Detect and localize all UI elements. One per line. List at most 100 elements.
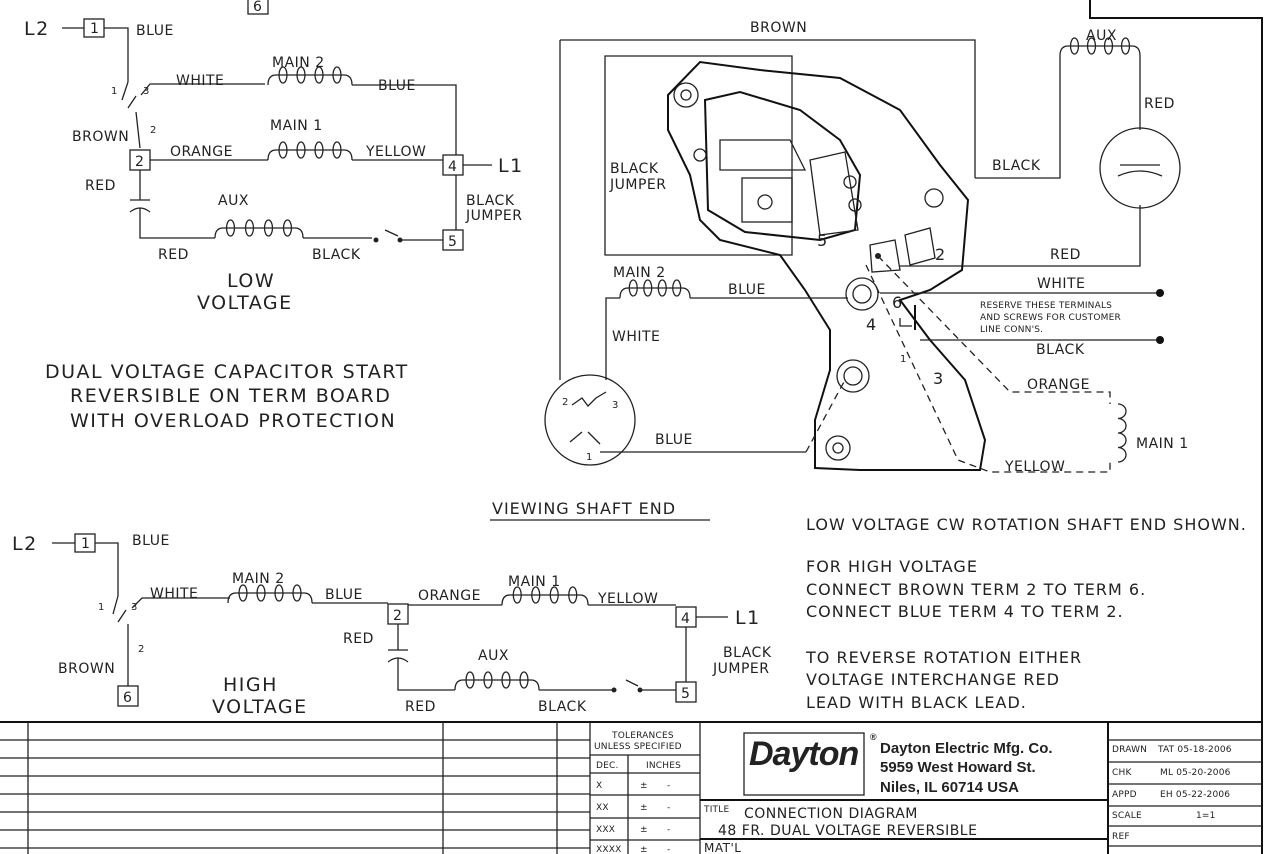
terminal-6-box bbox=[247, 0, 269, 15]
wire-label-red: RED bbox=[158, 247, 189, 263]
wire-label-white: WHITE bbox=[150, 586, 198, 602]
wire-label-blue: BLUE bbox=[132, 533, 170, 549]
l2-label: L2 bbox=[24, 18, 50, 40]
pin-label: 2 bbox=[150, 125, 157, 136]
capacitor-circuit bbox=[129, 170, 457, 241]
motor-terminal-board-view: BROWN AUX RED BLACK BLACK JUMPER 2 5 6 4… bbox=[490, 20, 1188, 521]
coil-winding bbox=[501, 586, 589, 606]
wire-label-orange: ORANGE bbox=[170, 144, 233, 160]
coil-winding bbox=[1117, 403, 1127, 463]
description-line: REVERSIBLE ON TERM BOARD bbox=[70, 385, 391, 407]
svg-text:XX: XX bbox=[596, 803, 609, 813]
note-line: TO REVERSE ROTATION EITHER bbox=[805, 648, 1082, 667]
drawn-label: DRAWN bbox=[1112, 745, 1147, 755]
terminal-label: 5 bbox=[448, 234, 457, 250]
company-address: 5959 West Howard St. bbox=[880, 759, 1036, 776]
svg-text:±: ± bbox=[640, 803, 648, 813]
svg-text:±: ± bbox=[640, 845, 648, 854]
wire-label-black: BLACK bbox=[1036, 342, 1085, 358]
coil-label-main2: MAIN 2 bbox=[272, 55, 325, 71]
note-line: LOW VOLTAGE CW ROTATION SHAFT END SHOWN. bbox=[806, 515, 1247, 534]
terminal-label: 2 bbox=[135, 154, 144, 170]
pin-label: 3 bbox=[612, 400, 619, 411]
wire-label-yellow: YELLOW bbox=[1004, 459, 1065, 475]
dayton-logo: Dayton bbox=[749, 735, 858, 773]
pin-label: 2 bbox=[138, 644, 145, 655]
pin-label: 2 bbox=[562, 397, 569, 408]
pin-label: 1 bbox=[586, 452, 593, 463]
terminal-1-box bbox=[74, 533, 96, 553]
wire-label-white: WHITE bbox=[1037, 276, 1085, 292]
appd-value: EH 05-22-2006 bbox=[1160, 790, 1230, 800]
note-line: FOR HIGH VOLTAGE bbox=[806, 557, 978, 576]
coil-winding bbox=[267, 66, 353, 86]
terminal-label: 6 bbox=[253, 0, 262, 15]
wire-label-brown: BROWN bbox=[750, 20, 807, 36]
view-caption: VIEWING SHAFT END bbox=[492, 499, 676, 518]
scale-label: SCALE bbox=[1112, 811, 1142, 821]
note-line: CONNECT BROWN TERM 2 TO TERM 6. bbox=[806, 580, 1146, 599]
main1-coil bbox=[501, 586, 589, 606]
terminal-label: 4 bbox=[448, 159, 457, 175]
inches-header: INCHES bbox=[646, 761, 681, 771]
coil-winding bbox=[1059, 37, 1141, 57]
wire-label-red: RED bbox=[405, 699, 436, 715]
terminal-label: 1 bbox=[81, 536, 90, 552]
svg-text:-: - bbox=[667, 803, 670, 813]
coil-winding bbox=[619, 279, 691, 299]
tolerances-label: TOLERANCES bbox=[611, 731, 674, 741]
svg-text:±: ± bbox=[640, 825, 648, 835]
svg-text:XXX: XXX bbox=[596, 825, 615, 835]
jumper-label: BLACK bbox=[610, 161, 659, 177]
wire-label-red: RED bbox=[1050, 247, 1081, 263]
jumper-label: BLACK bbox=[466, 193, 515, 209]
aux-coil bbox=[454, 671, 540, 691]
coil-label-main1: MAIN 1 bbox=[508, 574, 561, 590]
notes: LOW VOLTAGE CW ROTATION SHAFT END SHOWN.… bbox=[805, 515, 1247, 712]
aux-coil bbox=[1059, 37, 1141, 57]
reserve-note: RESERVE THESE TERMINALS bbox=[980, 301, 1112, 311]
drawing-title: CONNECTION DIAGRAM bbox=[744, 806, 918, 822]
wire-label-blue: BLUE bbox=[136, 23, 174, 39]
terminal-label: 6 bbox=[123, 690, 132, 706]
switch-housing bbox=[703, 90, 862, 242]
low-voltage-title: LOW bbox=[227, 270, 275, 292]
wire-label-blue: BLUE bbox=[728, 282, 766, 298]
drawing-border bbox=[1089, 0, 1263, 854]
company-name: Dayton Electric Mfg. Co. bbox=[880, 740, 1053, 757]
svg-text:-: - bbox=[667, 781, 670, 791]
tolerances-label: UNLESS SPECIFIED bbox=[594, 742, 682, 752]
terminal-board-outline bbox=[667, 60, 987, 471]
svg-text:®: ® bbox=[870, 732, 877, 742]
coil-winding bbox=[227, 584, 313, 604]
high-voltage-schematic: L2 1 BLUE 1 3 2 WHITE MAIN 2 BLUE 2 ORAN… bbox=[12, 533, 771, 718]
terminal-5-box bbox=[675, 681, 697, 703]
appd-label: APPD bbox=[1112, 790, 1137, 800]
terminal-number: 5 bbox=[817, 231, 828, 250]
jumper-label: JUMPER bbox=[609, 177, 666, 193]
wire-label-brown: BROWN bbox=[58, 661, 115, 677]
ref-label: REF bbox=[1112, 832, 1130, 842]
capacitor-symbol bbox=[1099, 127, 1181, 209]
coil-label-aux: AUX bbox=[218, 193, 249, 209]
wire-label-yellow: YELLOW bbox=[365, 144, 426, 160]
wire-label-blue: BLUE bbox=[655, 432, 693, 448]
coil-winding bbox=[267, 141, 353, 161]
main2-coil bbox=[267, 66, 353, 86]
note-line: CONNECT BLUE TERM 4 TO TERM 2. bbox=[806, 602, 1124, 621]
coil-winding bbox=[454, 671, 540, 691]
logo-frame bbox=[743, 732, 865, 796]
svg-text:X: X bbox=[596, 781, 602, 791]
material-label: MAT'L bbox=[704, 841, 741, 854]
chk-value: ML 05-20-2006 bbox=[1160, 768, 1231, 778]
drawn-value: TAT 05-18-2006 bbox=[1157, 745, 1232, 755]
svg-text:XXXX: XXXX bbox=[596, 845, 621, 854]
wire-label-white: WHITE bbox=[612, 329, 660, 345]
switch-body bbox=[741, 177, 793, 223]
drawing-subtitle: 48 FR. DUAL VOLTAGE REVERSIBLE bbox=[718, 823, 977, 839]
reserve-note: LINE CONN'S. bbox=[980, 325, 1043, 335]
terminal-screw bbox=[845, 277, 879, 311]
description-line: DUAL VOLTAGE CAPACITOR START bbox=[45, 361, 409, 383]
l1-label: L1 bbox=[735, 607, 761, 629]
overload-switch bbox=[112, 595, 230, 686]
